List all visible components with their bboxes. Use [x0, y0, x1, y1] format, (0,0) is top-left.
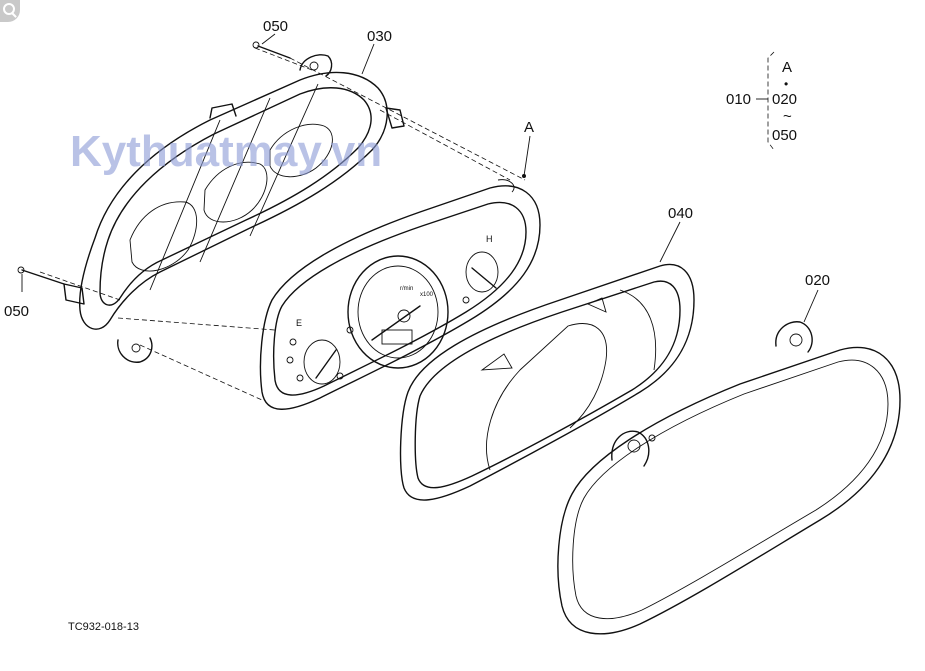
legend-item-b: 020 [772, 91, 797, 108]
case-inner-rim [99, 87, 372, 306]
fuel-gauge-letter: E [296, 318, 302, 328]
tachometer-unit: r/min [400, 286, 413, 292]
gauge-panel-A: r/min x100 E H [259, 179, 541, 410]
watermark-text: Kythuatmay.vn [70, 127, 382, 176]
alignment-line-top [289, 57, 526, 181]
warning-lamp-2 [286, 356, 294, 364]
leader-bezel [659, 221, 681, 263]
case-tab-right [385, 107, 405, 129]
screw-left-head [17, 266, 25, 274]
label-screw-top: 050 [263, 18, 288, 35]
cover-pin [648, 434, 656, 442]
case-window-left [129, 201, 198, 272]
tachometer-scale [357, 265, 439, 359]
bezel-tab-left [480, 353, 513, 371]
bezel-opening-center [486, 323, 608, 471]
screw-left-shank [21, 269, 65, 285]
leader-assembly [523, 135, 531, 177]
panel-top-lip [497, 179, 515, 193]
case-outer-rim [78, 71, 388, 330]
bezel-outer-frame [399, 263, 695, 501]
search-icon[interactable] [0, 0, 20, 22]
tachometer-scale-text: x100 [420, 292, 434, 298]
leader-screw-top [261, 33, 276, 45]
cover-mount-hole-left [627, 439, 641, 453]
temperature-gauge-letter: H [486, 234, 493, 244]
warning-lamp-4 [336, 372, 344, 380]
warning-lamp-1 [289, 338, 297, 346]
label-cover: 020 [805, 272, 830, 289]
alignment-line-bottom [139, 344, 263, 401]
case-ribs [149, 83, 319, 291]
bezel-opening-right [619, 289, 657, 371]
label-case-back: 030 [367, 28, 392, 45]
figure-code: TC932-018-13 [68, 621, 139, 633]
legend-range: ~ [783, 108, 792, 125]
alignment-line-upper [379, 109, 511, 181]
screw-top-head [252, 41, 260, 49]
warning-lamp-5 [462, 296, 470, 304]
alignment-line-mid [117, 317, 276, 331]
case-ear-bottom [117, 337, 153, 363]
tachometer-needle [371, 305, 421, 341]
bezel-inner-lip [414, 280, 681, 489]
panel-inner-face [273, 201, 527, 396]
tachometer-dial [347, 255, 449, 369]
fuel-gauge-dial [303, 339, 341, 385]
case-window-right [269, 123, 333, 178]
panel-outer-frame [259, 185, 541, 410]
label-bezel: 040 [668, 205, 693, 222]
alignment-lines [39, 47, 526, 401]
legend-item-a: A [782, 59, 792, 76]
cover-outer-shell [557, 346, 901, 635]
magnifier-glyph [3, 3, 15, 15]
cover-020 [557, 321, 901, 635]
label-screw-left: 050 [4, 303, 29, 320]
temperature-gauge-dial [465, 251, 499, 293]
alignment-line-screw-top [254, 47, 313, 71]
screw-top-050 [252, 41, 291, 59]
leader-lines [21, 33, 819, 323]
leader-cover [803, 289, 819, 323]
bezel-040 [399, 263, 695, 501]
cover-mount-ear-left [611, 430, 650, 467]
screw-left-050 [17, 266, 65, 285]
hour-meter-window [381, 329, 413, 345]
legend-dot: • [784, 77, 788, 91]
cover-mount-hole-right [789, 333, 803, 347]
alignment-line-screw [39, 271, 121, 301]
case-screw-hole-top [309, 61, 319, 71]
rear-case-030 [63, 54, 405, 363]
bezel-tab-right [586, 297, 607, 313]
leader-case-back [361, 43, 375, 75]
label-assembly: A [524, 119, 534, 136]
tachometer-hub [397, 309, 411, 323]
legend-item-c: 050 [772, 127, 797, 144]
case-screw-hole-bottom [131, 343, 141, 353]
warning-lamp-6 [346, 326, 354, 334]
warning-lamp-3 [296, 374, 304, 382]
screw-top-shank [257, 45, 291, 59]
case-tab-left [63, 283, 85, 305]
temperature-gauge-needle [471, 267, 497, 289]
legend-bracket [767, 51, 775, 151]
case-ear-top [299, 54, 333, 77]
legend-parent: 010 [726, 91, 751, 108]
assembly-legend: 010 A • 020 ~ 050 [726, 51, 797, 151]
case-tab-top [209, 103, 237, 119]
leader-assembly-dot [522, 174, 526, 178]
fuel-gauge-needle [315, 349, 337, 379]
cover-inner-edge [572, 359, 889, 620]
cover-mount-ear-right [775, 321, 813, 353]
